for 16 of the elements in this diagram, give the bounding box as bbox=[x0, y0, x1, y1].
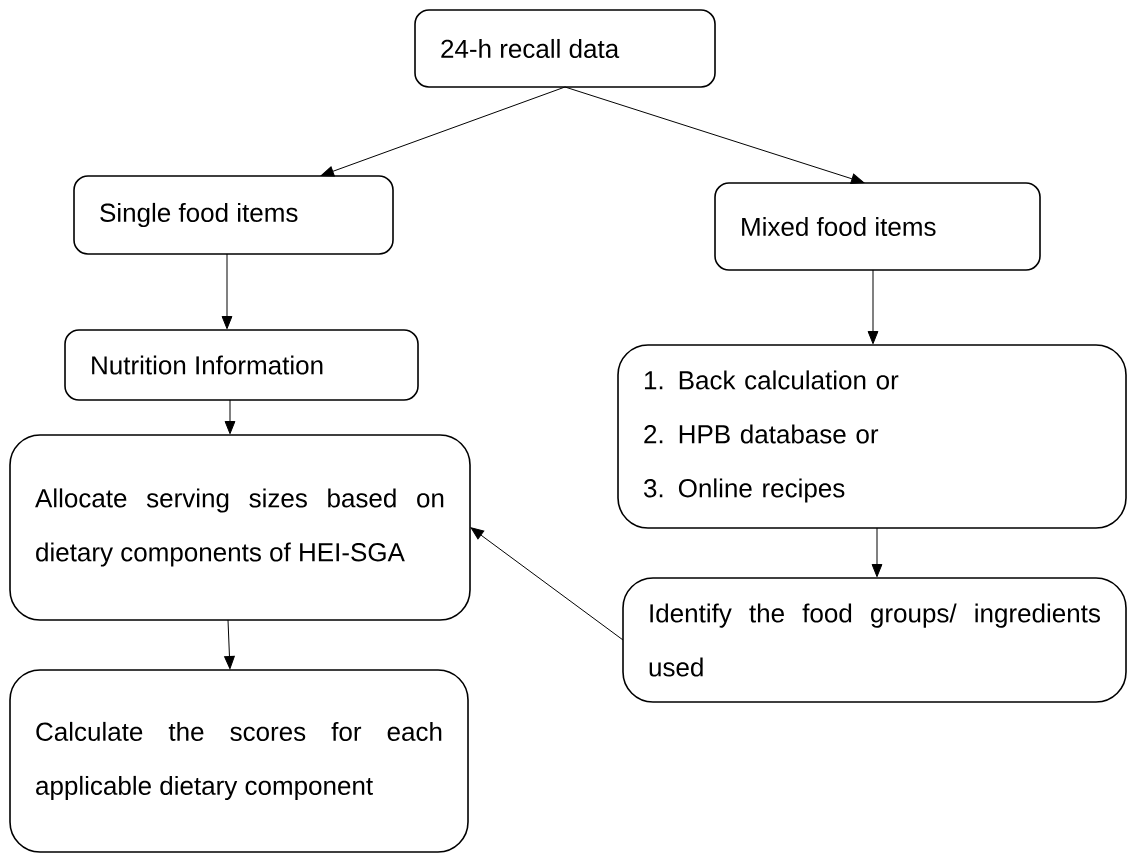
arrow bbox=[221, 253, 233, 330]
arrow bbox=[320, 86, 566, 177]
arrow bbox=[470, 527, 624, 641]
arrow bbox=[224, 399, 236, 435]
process-box: 1. Back calculation or 2. HPB database or 3. Online recipes bbox=[617, 344, 1127, 529]
process-box: Single food items bbox=[73, 175, 394, 255]
process-box: 24-h recall data bbox=[414, 9, 716, 88]
process-box: Allocate serving sizes based on dietary components of HEI-SGA bbox=[9, 434, 471, 621]
arrow bbox=[867, 269, 879, 345]
process-box: Identify the food groups/ ingredients used bbox=[622, 577, 1127, 703]
arrow bbox=[871, 527, 883, 578]
arrow bbox=[564, 86, 865, 185]
process-box: Calculate the scores for each applicable dietary component bbox=[9, 669, 469, 853]
process-box: Mixed food items bbox=[714, 182, 1041, 271]
arrow bbox=[224, 619, 235, 670]
process-box: Nutrition Information bbox=[64, 329, 419, 401]
